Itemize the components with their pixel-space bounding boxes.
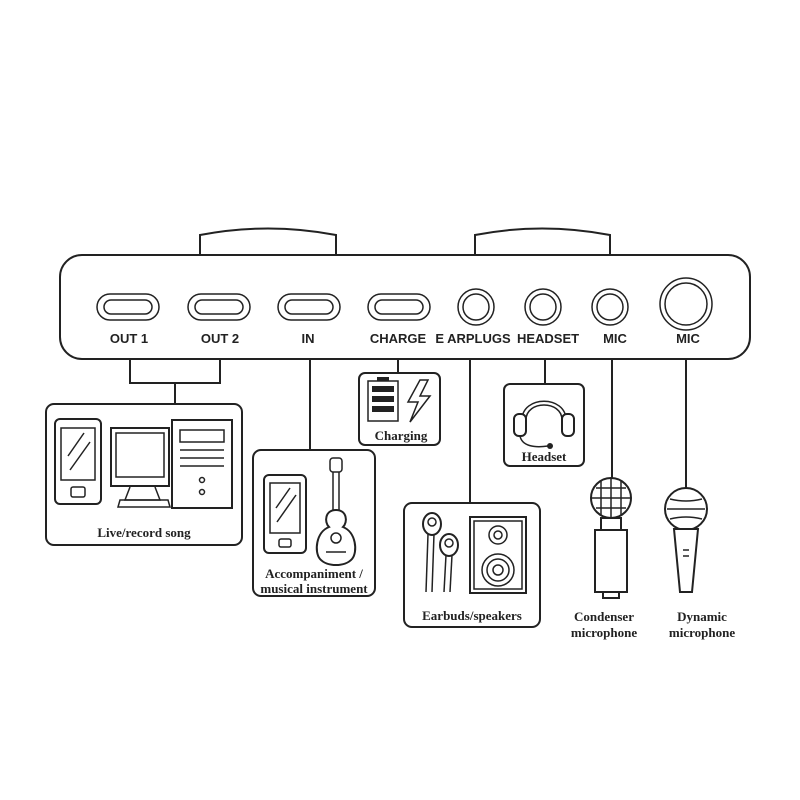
connector-lines	[129, 359, 687, 503]
label-mic1: MIC	[603, 331, 627, 346]
knob-left	[199, 227, 337, 256]
device-accompaniment: Accompaniment / musical instrument	[252, 449, 376, 597]
label-in: IN	[302, 331, 315, 346]
label-out2: OUT 2	[201, 331, 239, 346]
earbuds-icon	[422, 512, 459, 593]
label-earplugs: E ARPLUGS	[435, 331, 511, 346]
label-accompaniment-2: musical instrument	[260, 581, 368, 596]
device-live-record: Live/record song	[45, 403, 243, 546]
label-headset: HEADSET	[517, 331, 579, 346]
port-out2	[187, 293, 251, 321]
label-charge: CHARGE	[370, 331, 427, 346]
speaker-icon	[469, 516, 527, 594]
label-accompaniment-1: Accompaniment /	[265, 566, 363, 581]
guitar-icon	[315, 457, 357, 566]
computer-icon	[110, 419, 233, 509]
label-live-record: Live/record song	[97, 525, 191, 540]
battery-icon	[367, 377, 399, 422]
lightning-bolt-icon	[406, 379, 432, 423]
port-in	[277, 293, 341, 321]
port-mic2	[659, 277, 713, 331]
dynamic-microphone-icon	[664, 487, 708, 593]
port-charge	[367, 293, 431, 321]
headset-icon	[513, 400, 575, 449]
knob-right	[474, 227, 611, 256]
device-headset: Headset	[503, 383, 585, 467]
sound-card-body	[59, 254, 751, 360]
device-charging: Charging	[358, 372, 441, 446]
label-dynamic-2: microphone	[669, 625, 735, 640]
label-charging: Charging	[375, 428, 428, 443]
label-dynamic-1: Dynamic	[677, 609, 727, 624]
label-condenser-2: microphone	[571, 625, 637, 640]
port-earplugs	[457, 288, 495, 326]
label-out1: OUT 1	[110, 331, 148, 346]
port-headset	[524, 288, 562, 326]
label-condenser-1: Condenser	[574, 609, 634, 624]
phone-icon	[263, 474, 307, 554]
port-out1	[96, 293, 160, 321]
port-mic1	[591, 288, 629, 326]
condenser-microphone-icon	[590, 477, 632, 599]
label-headset: Headset	[522, 449, 567, 464]
label-earbuds-speakers: Earbuds/speakers	[422, 608, 522, 623]
phone-icon	[54, 418, 102, 505]
label-mic2: MIC	[676, 331, 700, 346]
device-earbuds-speakers: Earbuds/speakers	[403, 502, 541, 628]
